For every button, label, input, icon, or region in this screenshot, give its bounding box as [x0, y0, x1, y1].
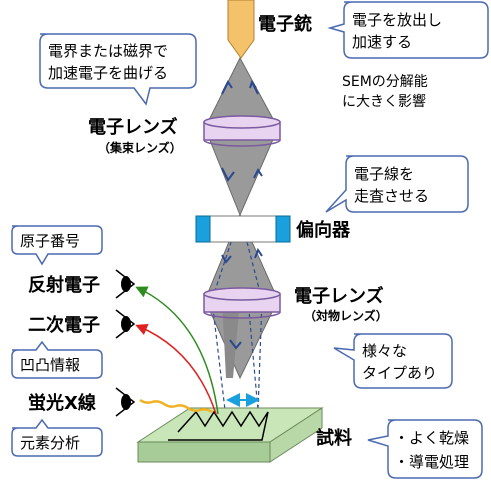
condenser-lens-sublabel: （集束レンズ） [98, 140, 182, 155]
deflector [195, 215, 291, 243]
objective-lens-label: 電子レンズ [294, 285, 384, 307]
callout-prep-line2: ・導電処理 [394, 453, 469, 471]
callout-types-line2: タイプあり [362, 364, 437, 382]
callout-prep-line1: ・よく乾燥 [394, 429, 469, 447]
callout-relief: 凹凸情報 [11, 340, 103, 379]
xray-ray [139, 398, 213, 414]
callout-gun-line2: 加速する [352, 33, 412, 51]
callout-scan: 電子線を 走査させる [325, 155, 469, 213]
callout-scan-line2: 走査させる [354, 187, 429, 205]
backscattered-label: 反射電子 [28, 274, 100, 296]
eye-icon [115, 387, 136, 417]
sem-note-line2: に大きく影響 [342, 93, 426, 110]
xray-label: 蛍光X線 [28, 392, 96, 414]
specimen [136, 407, 324, 463]
callout-field-line1: 電界または磁界で [48, 42, 168, 60]
callout-gun: 電子を放出し 加速する [327, 1, 489, 59]
callout-field: 電界または磁界で 加速電子を曲げる [39, 33, 197, 106]
backscattered-ray [135, 286, 219, 415]
callout-relief-text: 凹凸情報 [20, 356, 80, 374]
eye-icon [115, 269, 136, 299]
callout-scan-line1: 電子線を [354, 165, 414, 183]
callout-field-line2: 加速電子を曲げる [48, 64, 168, 82]
callout-prep: ・よく乾燥 ・導電処理 [367, 419, 483, 479]
deflector-label: 偏向器 [296, 219, 351, 241]
callout-atomic: 原子番号 [11, 225, 103, 266]
eye-icon [115, 309, 136, 339]
secondary-label: 二次電子 [28, 314, 100, 336]
callout-element: 元素分析 [11, 418, 103, 457]
sem-note-line1: SEMの分解能 [342, 74, 428, 90]
electron-gun-label: 電子銃 [258, 13, 312, 35]
condenser-lens-label: 電子レンズ [88, 116, 178, 138]
objective-lens-sublabel: （対物レンズ） [304, 308, 388, 323]
electron-gun [227, 0, 255, 59]
callout-atomic-text: 原子番号 [20, 232, 80, 250]
specimen-label: 試料 [316, 427, 352, 449]
beam-direction-arrows [221, 79, 263, 350]
callout-element-text: 元素分析 [20, 434, 80, 452]
callout-types-line1: 様々な [362, 342, 407, 360]
condenser-lens [203, 115, 281, 147]
scan-raster-path [168, 410, 269, 441]
callout-types: 様々な タイプあり [333, 333, 453, 389]
secondary-ray [135, 323, 217, 415]
callout-gun-line1: 電子を放出し [352, 11, 442, 29]
objective-lens [203, 287, 281, 319]
